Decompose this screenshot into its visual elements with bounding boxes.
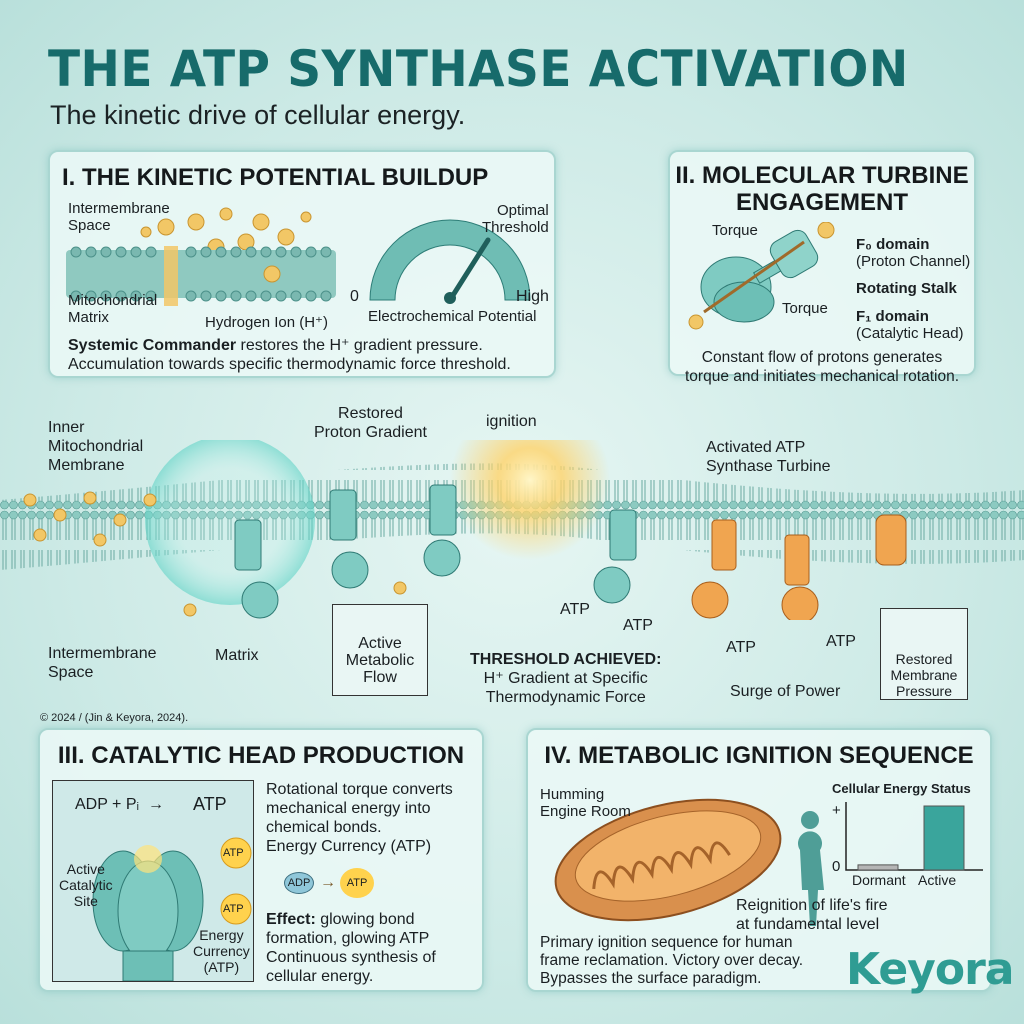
gauge-zero: 0: [350, 288, 359, 305]
arrow-icon: →: [320, 874, 336, 891]
threshold-achieved: THRESHOLD ACHIEVED:H⁺ Gradient at Specif…: [470, 651, 662, 706]
page-title: THE ATP SYNTHASE ACTIVATION: [48, 40, 909, 98]
adp-molecule: ADP: [284, 872, 314, 894]
label-ignition: ignition: [486, 413, 537, 430]
copyright: © 2024 / (Jin & Keyora, 2024).: [40, 712, 189, 724]
keyora-logo: Keyora: [846, 944, 1014, 995]
label-hydrogen-ion: Hydrogen Ion (H⁺): [205, 314, 328, 331]
y-tick-label: +: [832, 802, 841, 819]
label-atp: ATP: [623, 617, 653, 634]
label-surge-of-power: Surge of Power: [730, 683, 841, 700]
mitochondrion-illustration: [554, 798, 824, 926]
gauge-label: Electrochemical Potential: [368, 308, 537, 325]
bar-dormant: [857, 864, 899, 871]
panel-catalytic-head: III. CATALYTIC HEAD PRODUCTION ADP + Pᵢ …: [38, 728, 484, 992]
x-tick-label: Active: [918, 872, 957, 888]
potential-gauge: [369, 219, 531, 304]
atp-synthase-illustration: [688, 222, 835, 330]
label-torque-top: Torque: [712, 222, 758, 239]
gauge-high: High: [516, 288, 549, 305]
label-atp: ATP: [826, 633, 856, 650]
label-torque-bottom: Torque: [782, 300, 828, 317]
label-f0-domain: F₀ domain(Proton Channel): [856, 236, 971, 270]
label-matrix: Matrix: [215, 647, 259, 664]
chart-title: Cellular Energy Status: [832, 781, 971, 796]
label-rotating-stalk: Rotating Stalk: [856, 280, 957, 297]
page-subtitle: The kinetic drive of cellular energy.: [50, 100, 466, 130]
atp-star: ATP: [223, 903, 244, 915]
panel1-description: Systemic Commander restores the H⁺ gradi…: [68, 337, 511, 373]
panel-title: III. CATALYTIC HEAD PRODUCTION: [57, 742, 465, 769]
membrane-illustration: [66, 207, 336, 306]
arrow-icon: →: [148, 796, 164, 813]
panel-title: IV. METABOLIC IGNITION SEQUENCE: [544, 742, 974, 769]
equation-atp: ATP: [193, 794, 227, 814]
panel-title: I. THE KINETIC POTENTIAL BUILDUP: [62, 164, 489, 191]
label-atp: ATP: [560, 601, 590, 618]
inner-membrane-band: [0, 440, 1024, 620]
y-tick-label: 0: [832, 858, 841, 875]
x-tick-label: Dormant: [852, 872, 906, 888]
f1-head-icon: [92, 837, 252, 981]
label-atp: ATP: [726, 639, 756, 656]
atp-star: ATP: [223, 847, 244, 859]
energy-status-chart: [845, 802, 983, 871]
atp-molecule: ATP: [340, 868, 374, 898]
panel-kinetic-potential: I. THE KINETIC POTENTIAL BUILDUP Interme…: [48, 150, 556, 378]
equation-adp: ADP + Pᵢ: [75, 796, 140, 813]
label-f1-domain: F₁ domain(Catalytic Head): [856, 308, 964, 342]
bar-active: [923, 805, 965, 871]
